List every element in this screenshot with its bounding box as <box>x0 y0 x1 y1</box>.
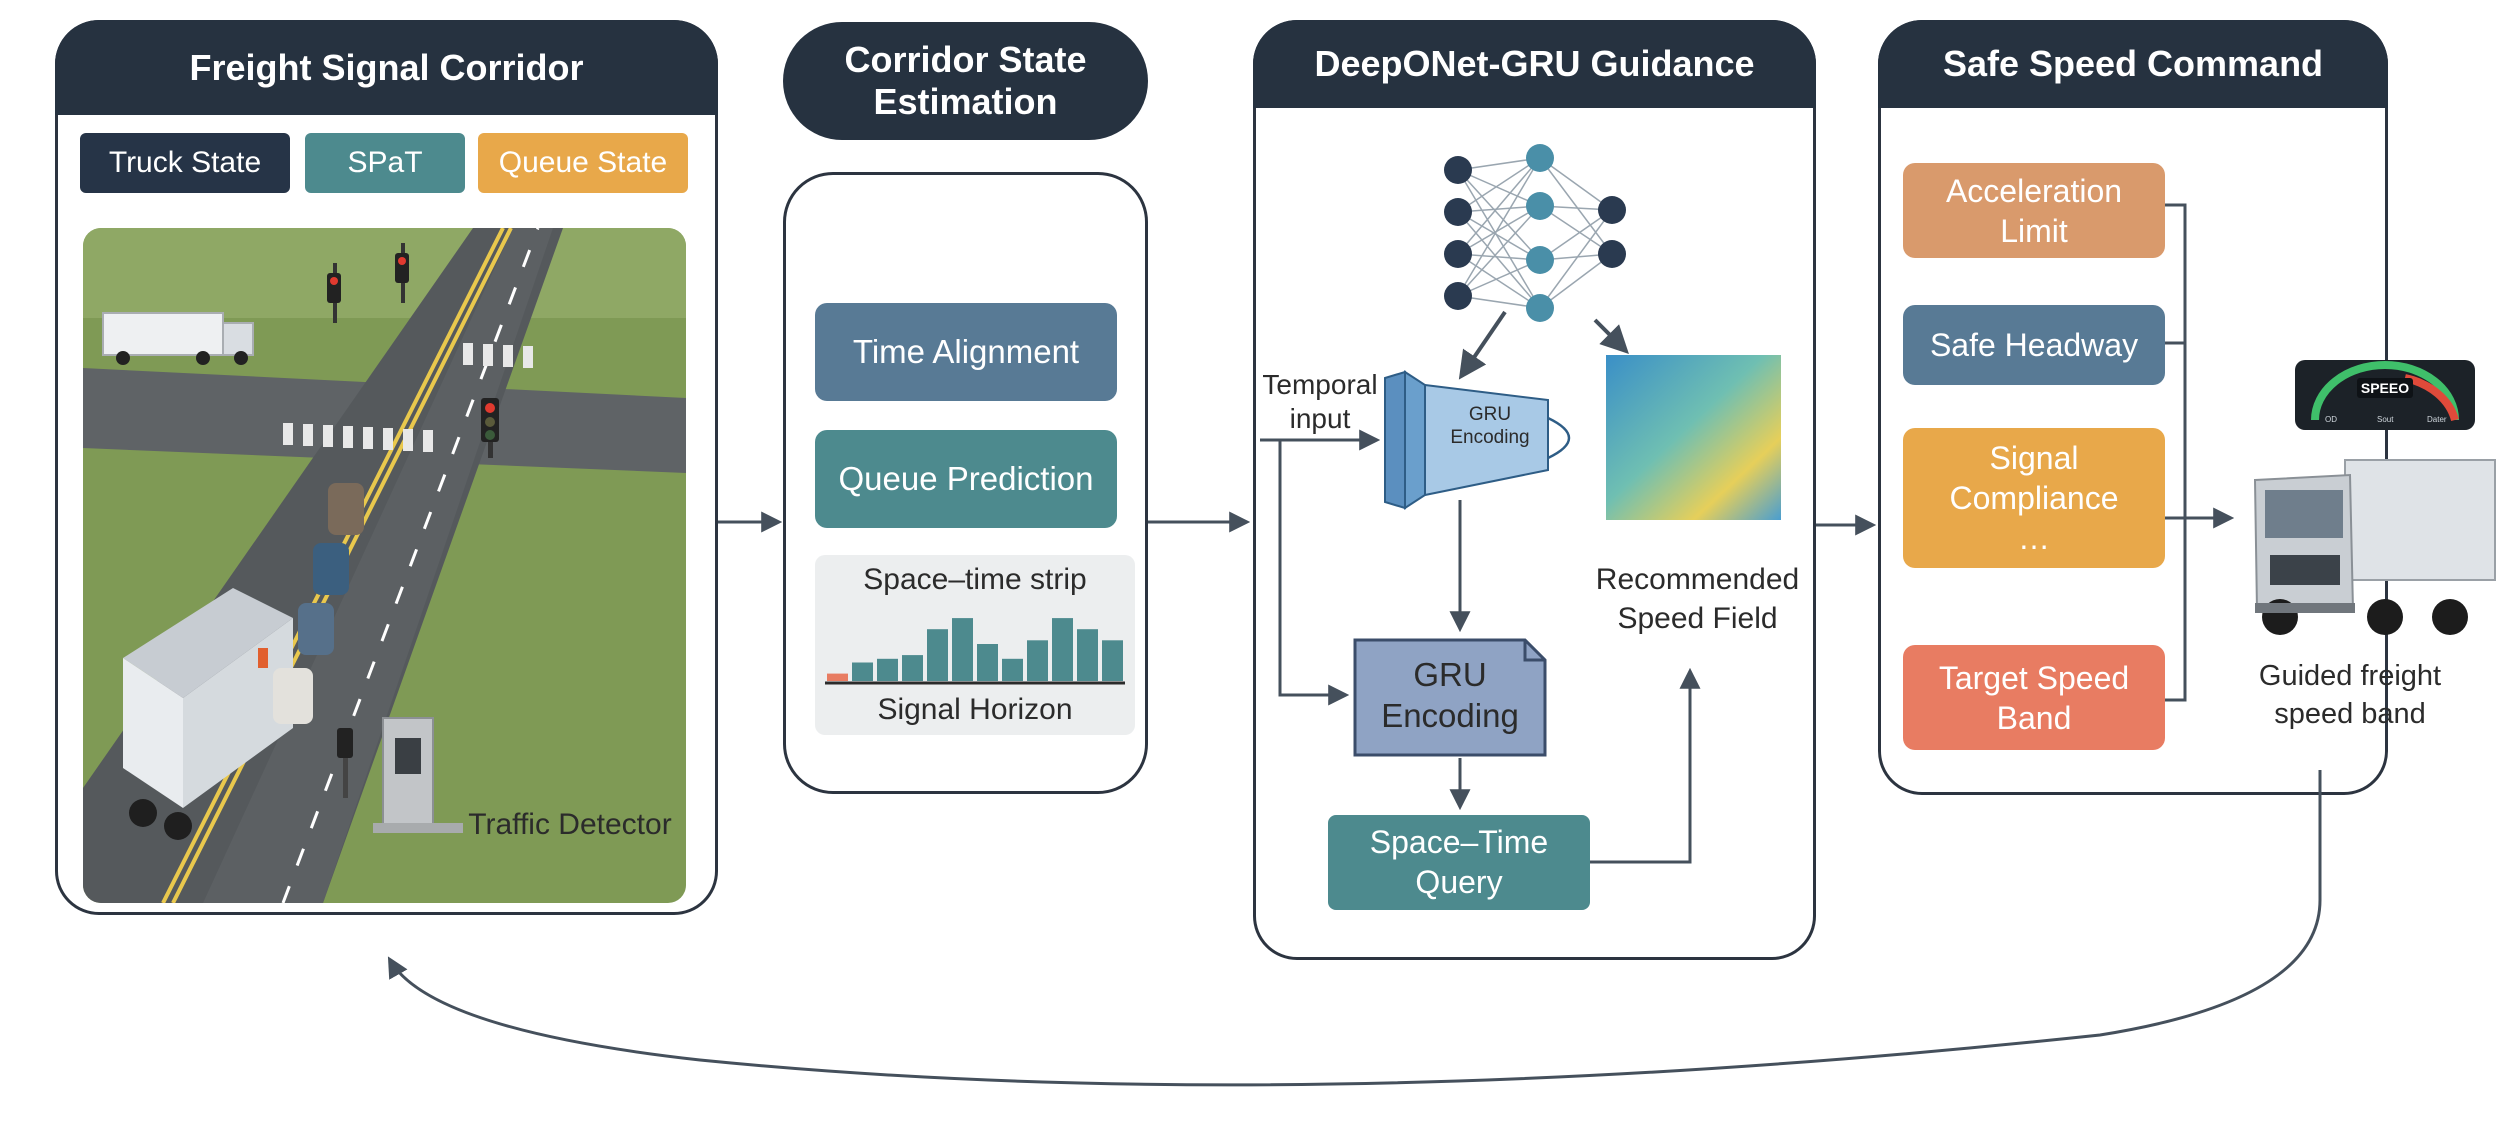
queue-prediction-box: Queue Prediction <box>815 430 1117 528</box>
strip-bar <box>1027 640 1048 681</box>
gru-encoding-document <box>1353 638 1547 757</box>
speed-field-heatmap <box>1606 355 1781 520</box>
chip-truck-state: Truck State <box>80 133 290 193</box>
strip-bar <box>1002 658 1023 681</box>
gru-encoding-label: GRU Encoding <box>1381 656 1519 735</box>
neural-network-icon <box>1444 144 1626 322</box>
strip-bar <box>902 655 923 681</box>
safe-headway-box: Safe Headway <box>1903 305 2165 385</box>
space-time-query-label: Space–Time Query <box>1369 824 1549 900</box>
corridor-panel-title: Freight Signal Corridor <box>55 20 718 115</box>
output-label: Guided freight speed band <box>2258 660 2442 730</box>
corridor-scene-image <box>83 228 686 903</box>
time-alignment-box: Time Alignment <box>815 303 1117 401</box>
target-speed-band-box: Target Speed Band <box>1903 645 2165 750</box>
strip-bar <box>1077 629 1098 681</box>
temporal-input-label: Temporal input <box>1262 369 1378 434</box>
speedometer-readout: SPEEO <box>2361 380 2409 396</box>
estimation-panel-title: Corridor State Estimation <box>783 22 1148 140</box>
strip-bar <box>877 658 898 681</box>
guided-truck-image <box>2253 459 2496 635</box>
chip-spat: SPaT <box>305 133 465 193</box>
recommended-speed-field-label: Recommended Speed Field <box>1595 563 1800 635</box>
speedometer-gauge: SPEEO OD Sout Dater <box>2295 360 2475 430</box>
guidance-panel-title: DeepONet-GRU Guidance <box>1253 20 1816 108</box>
gru-encoder-small <box>1384 370 1570 510</box>
gru-encoder-small-label: GRU Encoding <box>1450 404 1530 448</box>
speedometer-tick-right: Dater <box>2427 415 2447 424</box>
strip-bar <box>952 618 973 681</box>
signal-horizon-caption: Signal Horizon <box>877 693 1073 726</box>
signal-compliance-box: Signal Compliance … <box>1903 428 2165 568</box>
acceleration-limit-box: Acceleration Limit <box>1903 163 2165 258</box>
speedometer-tick-left: OD <box>2325 415 2337 424</box>
strip-bar <box>827 673 848 681</box>
strip-bar <box>1052 618 1073 681</box>
strip-bar <box>927 629 948 681</box>
traffic-detector-label: Traffic Detector <box>468 808 672 841</box>
strip-bar <box>852 662 873 681</box>
speedometer-tick-mid: Sout <box>2377 415 2394 424</box>
strip-bar <box>1102 640 1123 681</box>
space-time-query-box <box>1328 815 1590 910</box>
chip-queue-state: Queue State <box>478 133 688 193</box>
space-time-strip-title: Space–time strip <box>863 563 1087 596</box>
space-time-strip-bars <box>825 618 1125 685</box>
strip-bar <box>977 644 998 681</box>
command-panel-title: Safe Speed Command <box>1878 20 2388 108</box>
